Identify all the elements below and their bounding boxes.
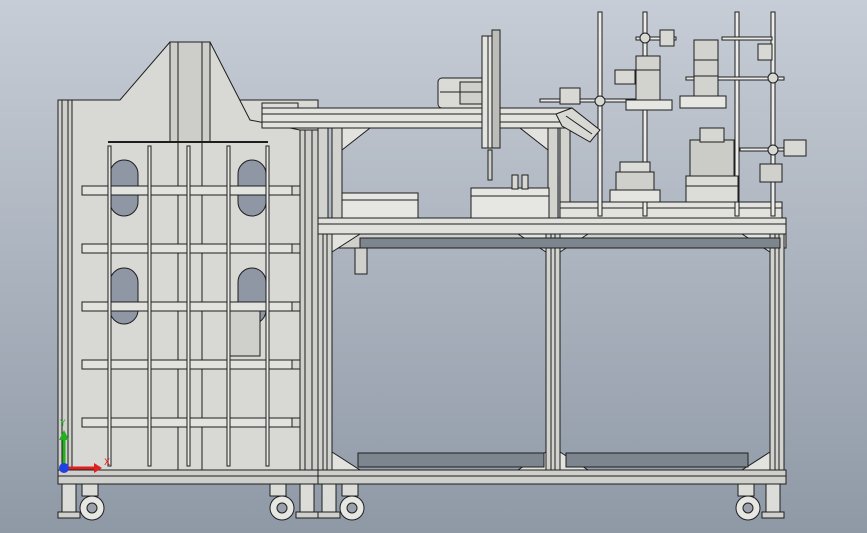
table-frame <box>317 217 787 485</box>
z-axis-marker <box>59 463 69 473</box>
tray-guide-rods <box>107 141 270 467</box>
z-axis-column <box>481 29 501 181</box>
table-trays <box>341 174 550 219</box>
cable-chain-upper <box>359 237 781 249</box>
caster-wheels <box>57 483 785 521</box>
rod-clamps <box>559 29 779 156</box>
instrument-baseplate <box>559 201 783 219</box>
tray-shelves <box>81 185 301 428</box>
x-axis-label: X <box>104 458 110 468</box>
sample-stage <box>609 127 807 203</box>
coordinate-triad: X Y <box>59 419 110 473</box>
angled-camera <box>555 107 601 143</box>
cabinet-base-rail <box>57 469 321 485</box>
cable-chain-lower <box>357 452 749 468</box>
instrument-rods <box>539 11 785 217</box>
y-axis-label: Y <box>59 419 66 429</box>
gantry-carriage-motor <box>437 77 487 109</box>
microscope-objectives <box>625 39 727 111</box>
